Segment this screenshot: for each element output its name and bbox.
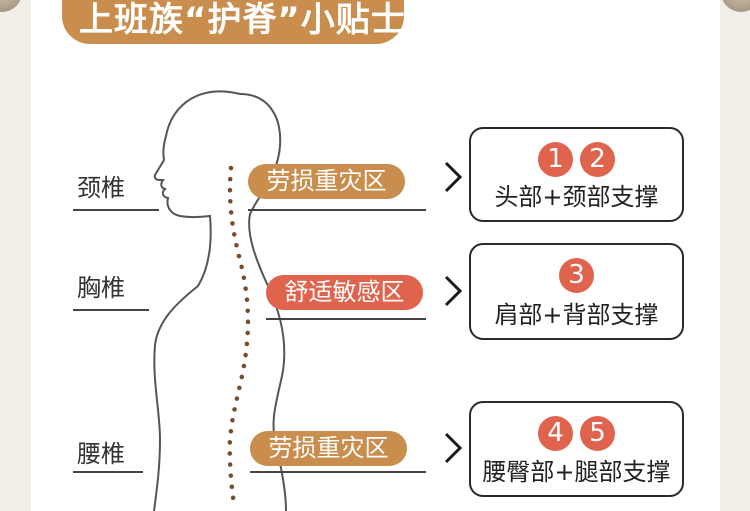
tip-box-head-neck: 1 2 头部+颈部支撑 [469, 127, 684, 222]
zone-badge-strain-upper: 劳损重灾区 [248, 164, 405, 199]
tip-badges: 3 [471, 258, 682, 293]
zone-underline-middle [266, 318, 426, 320]
tip-badges: 1 2 [471, 142, 682, 177]
number-badge: 4 [538, 416, 573, 451]
tip-box-hip-leg: 4 5 腰臀部+腿部支撑 [469, 401, 684, 497]
divider-cervical [73, 209, 159, 211]
number-badge: 1 [538, 142, 573, 177]
tip-badges: 4 5 [471, 416, 682, 451]
spine-label-cervical: 颈椎 [77, 174, 125, 202]
number-badge: 5 [580, 416, 615, 451]
silhouette-front-path [153, 90, 241, 511]
page-title: 上班族“护脊”小贴士 [62, 0, 405, 44]
number-badge: 3 [559, 258, 594, 293]
zone-badge-strain-lower: 劳损重灾区 [250, 431, 407, 466]
zone-underline-lower [250, 471, 426, 473]
tip-text: 腰臀部+腿部支撑 [482, 458, 671, 486]
chevron-right-icon [444, 432, 463, 464]
number-badge: 2 [580, 142, 615, 177]
divider-thoracic [73, 309, 149, 311]
chevron-right-icon [444, 161, 463, 193]
zone-underline-upper [248, 209, 426, 211]
divider-lumbar [73, 471, 143, 473]
spine-label-thoracic: 胸椎 [77, 274, 125, 302]
tip-text: 头部+颈部支撑 [494, 183, 659, 211]
chevron-right-icon [444, 275, 463, 307]
spine-label-lumbar: 腰椎 [77, 440, 125, 468]
zone-badge-comfort: 舒适敏感区 [266, 275, 423, 310]
tip-text: 肩部+背部支撑 [494, 301, 659, 329]
tip-box-shoulder-back: 3 肩部+背部支撑 [469, 243, 684, 340]
